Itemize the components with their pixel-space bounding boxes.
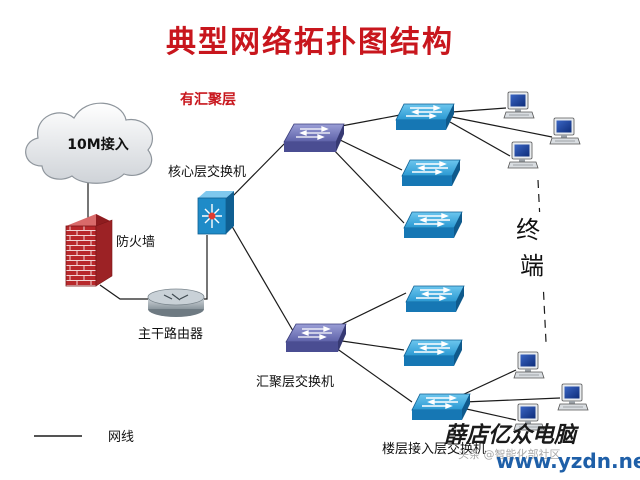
access-switch-6-icon (411, 393, 471, 421)
access-switch-label: 楼层接入层交换机 (382, 441, 486, 457)
link-access6-pc-5 (463, 397, 561, 403)
diagram-subtitle: 有汇聚层 (180, 91, 236, 108)
terminal-pc-4-icon (513, 351, 545, 379)
diagram-title: 典型网络拓扑图结构 (166, 25, 454, 60)
link-agg-top-access-2 (335, 137, 403, 171)
link-access1-pc-2 (451, 116, 553, 138)
aggregation-switch-top-icon (283, 123, 345, 153)
access-switch-2-icon (401, 159, 461, 187)
link-firewall-router (99, 284, 148, 300)
link-access6-pc-6 (461, 407, 517, 421)
firewall-icon (65, 214, 113, 287)
terminal-pc-3-icon (507, 141, 539, 169)
watermark-name: 薛店亿众电脑 (444, 422, 580, 448)
access-switch-5-icon (403, 339, 463, 367)
aggregation-switch-label: 汇聚层交换机 (256, 374, 334, 390)
link-agg-bottom-access-5 (341, 340, 405, 351)
router-icon (147, 288, 205, 317)
terminal-pc-2-icon (549, 117, 581, 145)
terminal-pc-1-icon (503, 91, 535, 119)
terminal-label-backdrop (510, 212, 554, 288)
link-agg-top-access-1 (335, 114, 401, 128)
firewall-label: 防火墙 (116, 234, 155, 250)
aggregation-switch-bottom-icon (285, 323, 347, 353)
internet-cloud: 10M接入 (25, 102, 154, 184)
link-core-core-switch-top (225, 139, 289, 204)
terminal-label: 终 端 (516, 216, 548, 280)
legend-line-label: 网线 (108, 430, 134, 445)
link-access1-pc-1 (451, 107, 507, 113)
access-switch-1-icon (395, 103, 455, 131)
link-access1-pc-3 (449, 121, 511, 157)
router-label: 主干路由器 (138, 326, 203, 342)
link-access6-pc-4 (459, 369, 517, 397)
watermark-url: www.yzdn.net (496, 449, 640, 473)
core-switch-label: 核心层交换机 (168, 164, 246, 180)
legend: 网线 (34, 430, 134, 445)
watermark-faded-text: 头条 @智能化部社区 (458, 447, 561, 461)
terminal-pc-5-icon (557, 383, 589, 411)
link-core-agg-switch-bottom (225, 215, 297, 337)
link-agg-top-access-3 (329, 145, 405, 224)
core-switch-icon (197, 191, 234, 235)
access-switch-4-icon (405, 285, 465, 313)
cloud-label: 10M接入 (67, 136, 128, 153)
network-links (87, 107, 561, 421)
link-agg-bottom-access-6 (335, 347, 413, 403)
access-switch-3-icon (403, 211, 463, 239)
link-router-core (203, 235, 208, 300)
